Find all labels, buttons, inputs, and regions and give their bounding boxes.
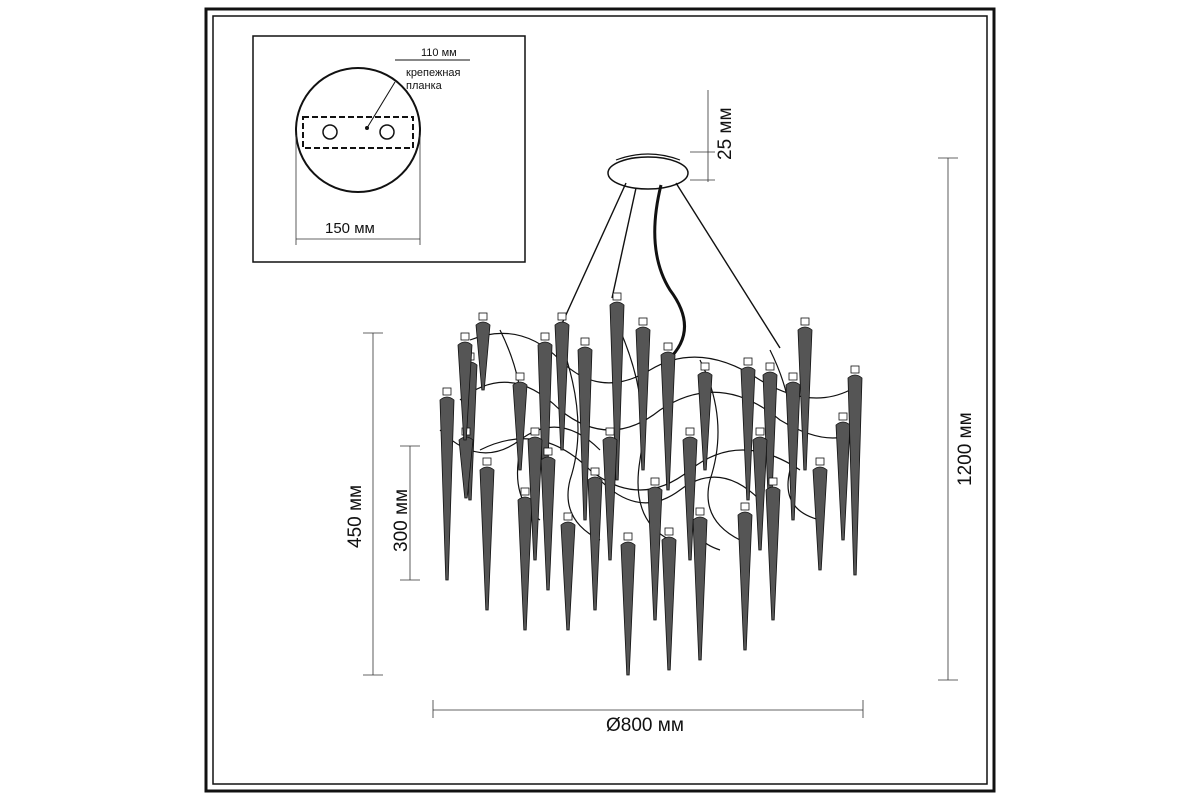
pendant-cap bbox=[442, 387, 452, 396]
pendant-cap bbox=[543, 447, 553, 456]
mounting-hole-right bbox=[379, 124, 395, 140]
pendant-cap bbox=[663, 342, 673, 351]
bracket-note-line1: крепежная bbox=[406, 67, 461, 79]
outer-frame bbox=[204, 7, 996, 793]
pendant-cap bbox=[664, 527, 674, 536]
crystal-pendant bbox=[512, 381, 528, 471]
crystal-pendant bbox=[835, 421, 851, 541]
inner-height-label: 300 мм bbox=[391, 489, 412, 552]
pendant-cap bbox=[768, 477, 778, 486]
crystal-pendant bbox=[740, 366, 756, 501]
pendant-cap bbox=[540, 332, 550, 341]
pendant-cap bbox=[743, 357, 753, 366]
crystal-pendant bbox=[540, 456, 556, 591]
crystal-pendant bbox=[697, 371, 713, 471]
crystal-pendant bbox=[517, 496, 533, 631]
leader-line bbox=[366, 81, 396, 129]
pendant-cap bbox=[520, 487, 530, 496]
pendant-cap bbox=[838, 412, 848, 421]
crystal-pendant bbox=[785, 381, 801, 521]
mounting-hole-left bbox=[322, 124, 338, 140]
inner-frame bbox=[212, 15, 988, 785]
pendant-cap bbox=[478, 312, 488, 321]
canopy-height-label: 25 мм bbox=[715, 107, 736, 160]
suspension-cables bbox=[559, 182, 781, 362]
crystal-pendant bbox=[765, 486, 781, 621]
pendant-cap bbox=[700, 362, 710, 371]
pendant-cap bbox=[755, 427, 765, 436]
pendant-cap bbox=[580, 337, 590, 346]
diameter-dimension: Ø800 мм bbox=[432, 700, 864, 736]
crystal-pendant bbox=[660, 351, 676, 491]
pendant-cap bbox=[788, 372, 798, 381]
crystal-pendant bbox=[457, 341, 473, 441]
canopy-height-dimension: 25 мм bbox=[690, 90, 736, 182]
pendant-cap bbox=[685, 427, 695, 436]
crystal-pendant bbox=[475, 321, 491, 391]
crystal-pendant bbox=[479, 466, 495, 611]
pendant-cap bbox=[695, 507, 705, 516]
crystal-pendant bbox=[797, 326, 813, 471]
pendant-cap bbox=[612, 292, 622, 301]
pendant-cap bbox=[800, 317, 810, 326]
crystal-pendant bbox=[737, 511, 753, 651]
chandelier-illustration bbox=[439, 153, 863, 676]
crystal-pendants bbox=[439, 292, 863, 676]
pendant-cap bbox=[515, 372, 525, 381]
crystal-pendant bbox=[752, 436, 768, 551]
crystal-pendant bbox=[812, 466, 828, 571]
pendant-cap bbox=[765, 362, 775, 371]
crystal-pendant bbox=[635, 326, 651, 471]
pendant-cap bbox=[590, 467, 600, 476]
crystal-pendant bbox=[560, 521, 576, 631]
canopy-plate-outline bbox=[295, 67, 421, 193]
pendant-cap bbox=[638, 317, 648, 326]
crystal-pendant bbox=[587, 476, 603, 611]
width-dim-label: 150 мм bbox=[325, 220, 375, 237]
pendant-cap bbox=[650, 477, 660, 486]
crystal-pendant bbox=[661, 536, 677, 671]
pendant-cap bbox=[623, 532, 633, 541]
pendant-cap bbox=[815, 457, 825, 466]
crystal-pendant bbox=[609, 301, 625, 481]
pendant-cap bbox=[530, 427, 540, 436]
crystal-pendant bbox=[458, 436, 474, 499]
crystal-pendant bbox=[602, 436, 618, 561]
diameter-label: Ø800 мм bbox=[606, 715, 684, 736]
inner-height-dimension: 300 мм bbox=[391, 445, 420, 581]
body-height-dimension: 450 мм bbox=[345, 332, 383, 676]
pendant-cap bbox=[482, 457, 492, 466]
bracket-note-line2: планка bbox=[406, 80, 443, 92]
crystal-pendant bbox=[527, 436, 543, 561]
crystal-pendant bbox=[554, 321, 570, 451]
pendant-cap bbox=[850, 365, 860, 374]
inset-frame bbox=[252, 35, 526, 263]
crystal-pendant bbox=[847, 374, 863, 576]
crystal-pendant bbox=[620, 541, 636, 676]
pendant-cap bbox=[605, 427, 615, 436]
pendant-cap bbox=[740, 502, 750, 511]
crystal-pendant bbox=[647, 486, 663, 621]
total-height-dimension: 1200 мм bbox=[938, 157, 976, 681]
pendant-cap bbox=[563, 512, 573, 521]
mounting-bracket bbox=[302, 116, 414, 149]
top-dim-label: 110 мм bbox=[421, 47, 457, 59]
total-height-label: 1200 мм bbox=[955, 412, 976, 486]
body-height-label: 450 мм bbox=[345, 485, 366, 548]
crystal-pendant bbox=[682, 436, 698, 561]
pendant-cap bbox=[460, 332, 470, 341]
pendant-cap bbox=[557, 312, 567, 321]
ceiling-canopy bbox=[607, 156, 689, 190]
crystal-pendant bbox=[439, 396, 455, 581]
canopy-detail-inset: 110 мм крепежная планка 150 мм bbox=[252, 35, 526, 263]
crystal-pendant bbox=[692, 516, 708, 661]
crystal-pendant bbox=[577, 346, 593, 521]
canopy-top-rim bbox=[615, 153, 681, 161]
